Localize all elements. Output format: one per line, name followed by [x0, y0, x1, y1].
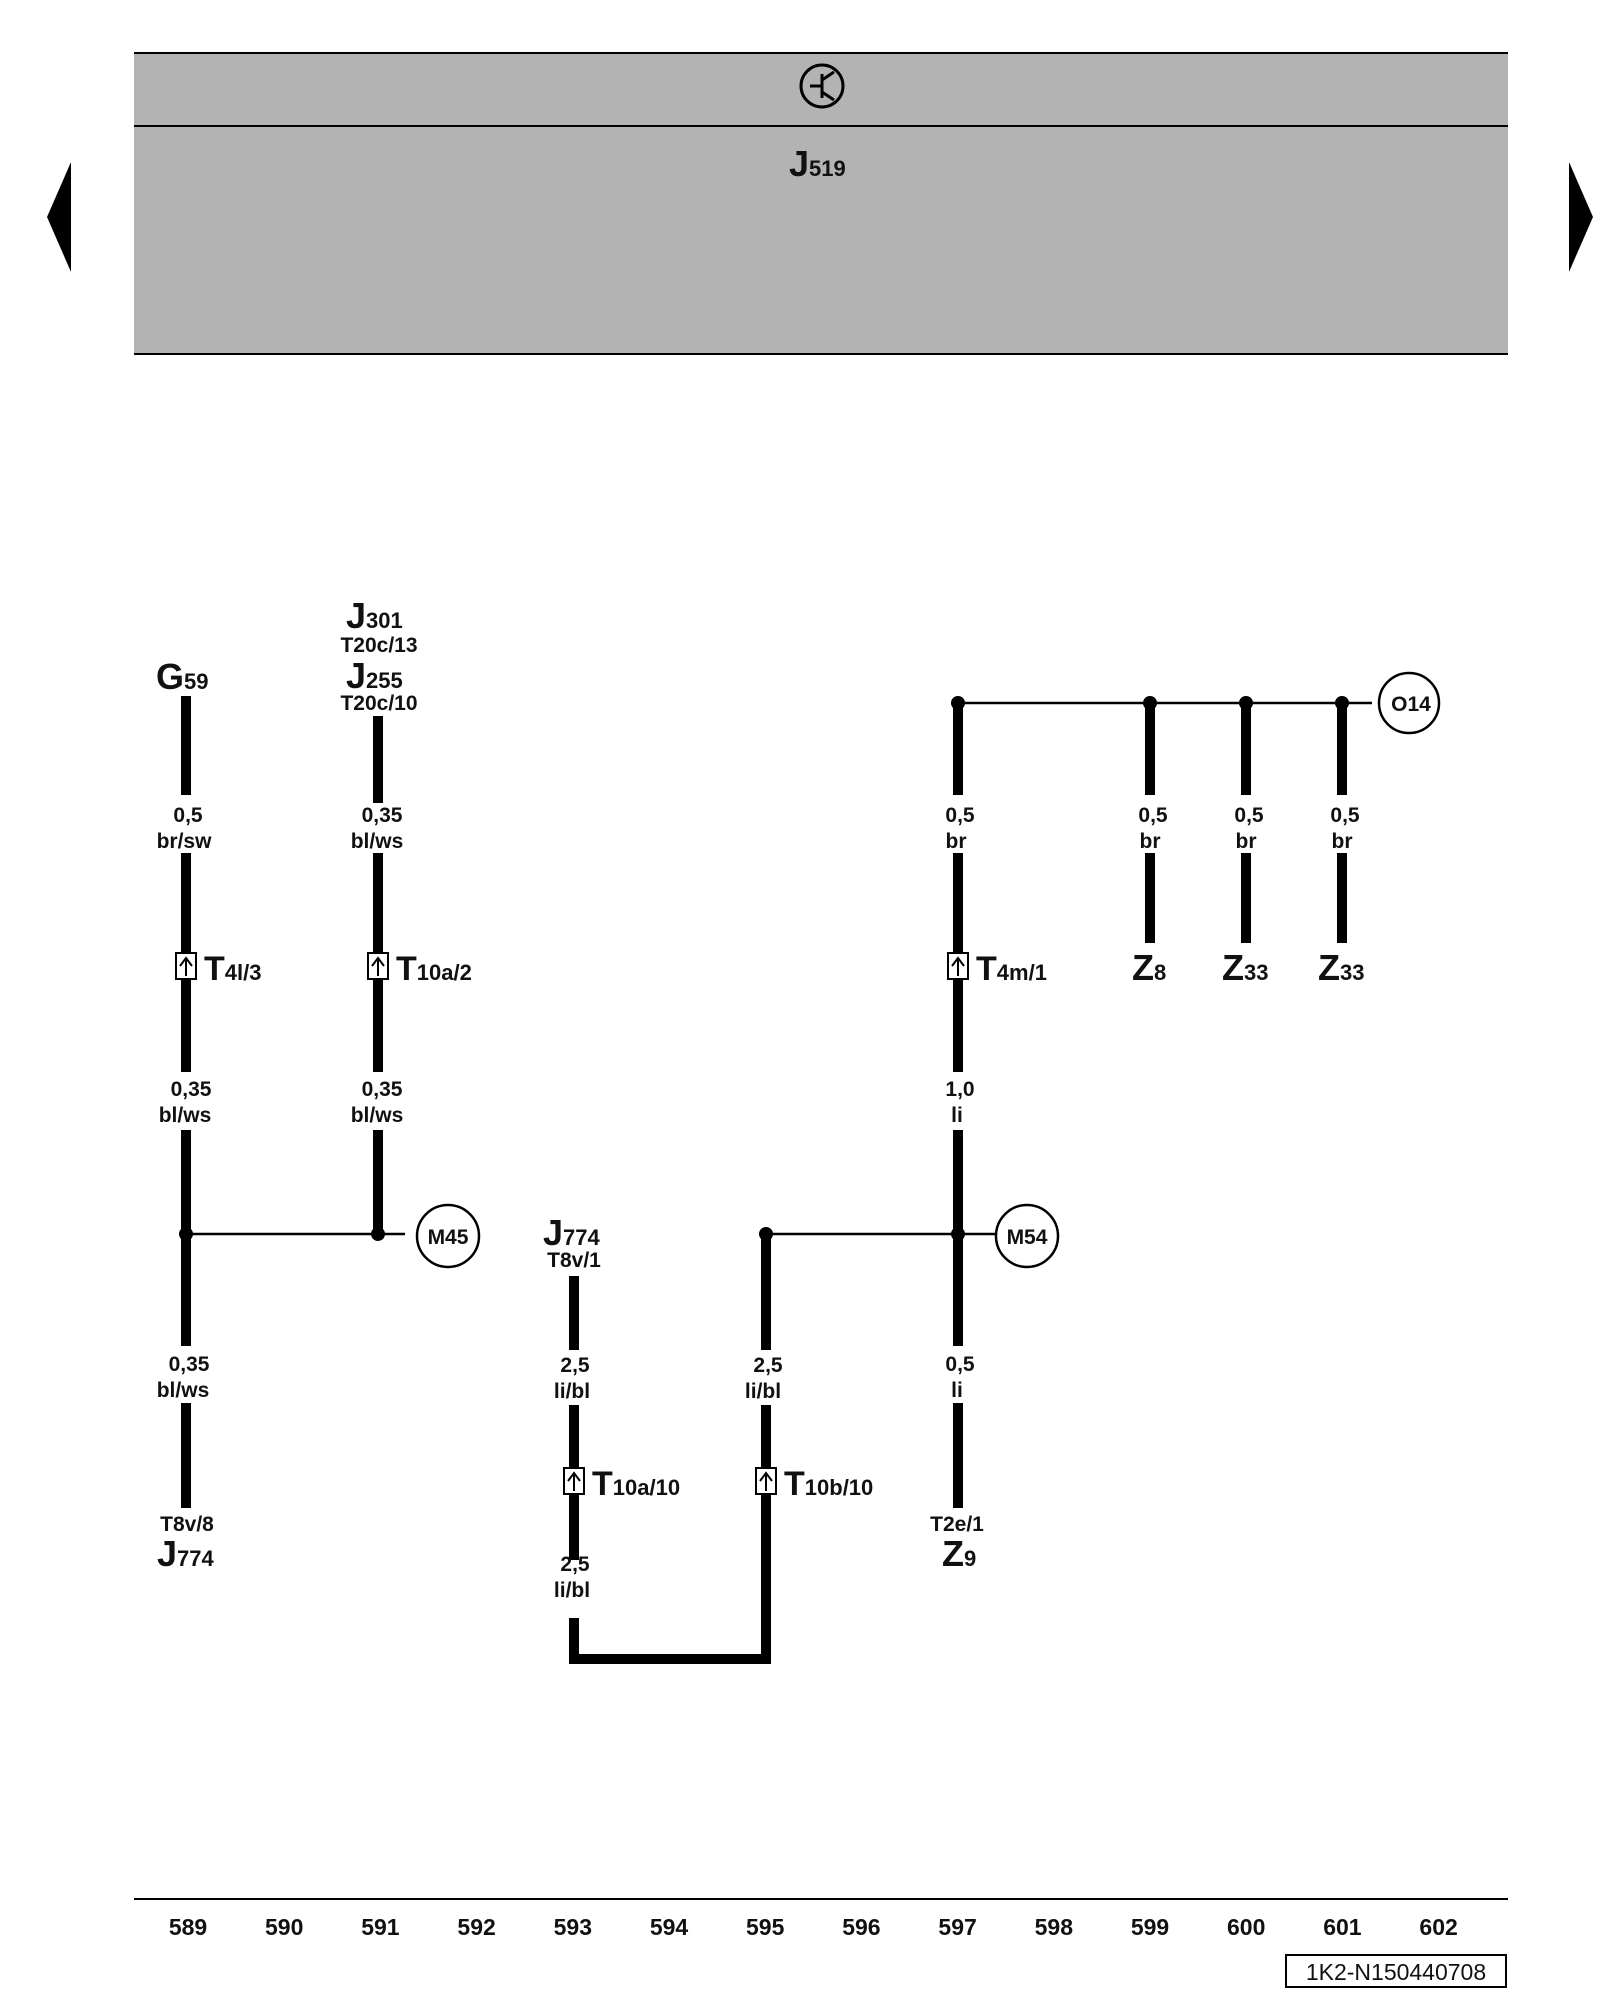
wire-589-mid-color: bl/ws — [159, 1104, 212, 1127]
wire-589-top-color: br/sw — [157, 830, 213, 853]
j301-pin: T20c/13 — [340, 634, 417, 657]
wire-597-bot-size: 0,5 — [945, 1353, 975, 1376]
j255-pin: T20c/10 — [340, 692, 417, 715]
wire-591-top-color: bl/ws — [351, 830, 404, 853]
wire-591-mid-size: 0,35 — [362, 1078, 403, 1101]
wire-599-color: br — [1140, 830, 1161, 853]
z8-label: Z8 — [1132, 947, 1166, 988]
wire-599-size: 0,5 — [1138, 804, 1168, 827]
wire-593-bot-color: li/bl — [554, 1579, 590, 1602]
junction-dot — [371, 1227, 385, 1241]
z33-label: Z33 — [1222, 947, 1268, 988]
doc-code: 1K2-N150440708 — [1306, 1959, 1486, 1985]
wire-597-top-size: 0,5 — [945, 804, 975, 827]
j774-bottom-label: J774 — [157, 1533, 215, 1574]
next-page-arrow-icon[interactable] — [1569, 162, 1593, 272]
wire-600-color: br — [1236, 830, 1257, 853]
connector-t10a2-icon — [367, 952, 389, 980]
junction-dot — [179, 1227, 193, 1241]
m54-label: M54 — [1007, 1226, 1048, 1249]
m45-ground-point — [415, 1203, 481, 1269]
connector-t4l-icon — [175, 952, 197, 980]
prev-page-arrow-icon[interactable] — [47, 162, 71, 272]
o14-label: O14 — [1391, 693, 1431, 716]
header-j519-label: J519 — [789, 143, 846, 184]
control-unit-header — [134, 53, 1508, 354]
wire-593-bot-size: 2,5 — [560, 1553, 590, 1576]
junction-dot — [1143, 696, 1157, 710]
doc-code-box — [1285, 1954, 1507, 1988]
column-number: 595 — [746, 1914, 785, 1940]
z9-pin: T2e/1 — [930, 1513, 984, 1536]
column-number: 599 — [1131, 1914, 1169, 1940]
wire-600-size: 0,5 — [1234, 804, 1264, 827]
column-number: 601 — [1323, 1914, 1362, 1940]
column-number: 593 — [554, 1914, 592, 1940]
connector-t10a10-icon — [563, 1467, 585, 1495]
connector-t10b10-label: T10b/10 — [784, 1465, 873, 1503]
electronic-control-unit-icon — [799, 63, 845, 109]
column-number: 602 — [1419, 1914, 1457, 1940]
junction-dot — [1335, 696, 1349, 710]
connector-t10a10-label: T10a/10 — [592, 1465, 680, 1503]
j255-label: J255 — [346, 655, 403, 696]
column-number: 589 — [169, 1914, 207, 1940]
wire-593-top-color: li/bl — [554, 1380, 590, 1403]
z33-label: Z33 — [1318, 947, 1364, 988]
m54-ground-point — [994, 1203, 1060, 1269]
column-number: 597 — [938, 1914, 976, 1940]
column-number: 591 — [361, 1914, 400, 1940]
wire-597-mid-color: li — [951, 1104, 963, 1127]
g59-label: G59 — [156, 656, 209, 697]
connector-t4l-label: T4l/3 — [204, 950, 261, 988]
j301-label: J301 — [346, 595, 403, 636]
wire-597-bot-color: li — [951, 1379, 963, 1402]
connector-t4m-icon — [947, 952, 969, 980]
wire-589-mid-size: 0,35 — [171, 1078, 212, 1101]
column-number-row: 589 590 591 592 593 594 595 596 597 598 599 600 601 6… — [169, 1914, 1458, 1940]
column-number: 594 — [650, 1914, 689, 1940]
junction-dot — [951, 696, 965, 710]
connector-t10a2-label: T10a/2 — [396, 950, 472, 988]
j774-bottom-pin: T8v/8 — [160, 1513, 214, 1536]
wire-597-mid-size: 1,0 — [945, 1078, 974, 1101]
j774-mid-pin: T8v/1 — [547, 1249, 601, 1272]
m45-label: M45 — [428, 1226, 469, 1249]
wire-589-bot-color: bl/ws — [157, 1379, 210, 1402]
wire-597-top-color: br — [946, 830, 967, 853]
wire-589-top-size: 0,5 — [173, 804, 203, 827]
z9-label: Z9 — [942, 1533, 976, 1574]
wire-589-bot-size: 0,35 — [169, 1353, 210, 1376]
o14-connection-point — [1377, 671, 1441, 735]
wire-591-mid-color: bl/ws — [351, 1104, 404, 1127]
connector-t10b10-icon — [755, 1467, 777, 1495]
j774-mid-label: J774 — [543, 1212, 601, 1253]
column-number: 600 — [1227, 1914, 1265, 1940]
column-number: 596 — [842, 1914, 880, 1940]
wire-595-size: 2,5 — [753, 1354, 783, 1377]
wire-601-size: 0,5 — [1330, 804, 1360, 827]
junction-dot — [759, 1227, 773, 1241]
junction-dot — [1239, 696, 1253, 710]
column-number: 592 — [457, 1914, 495, 1940]
wire-601-color: br — [1332, 830, 1353, 853]
wire-593-top-size: 2,5 — [560, 1354, 590, 1377]
wire-591-top-size: 0,35 — [362, 804, 403, 827]
column-number: 590 — [265, 1914, 303, 1940]
column-number: 598 — [1035, 1914, 1074, 1940]
wire-595-color: li/bl — [745, 1380, 781, 1403]
connector-t4m-label: T4m/1 — [976, 950, 1047, 988]
junction-dot — [951, 1227, 965, 1241]
